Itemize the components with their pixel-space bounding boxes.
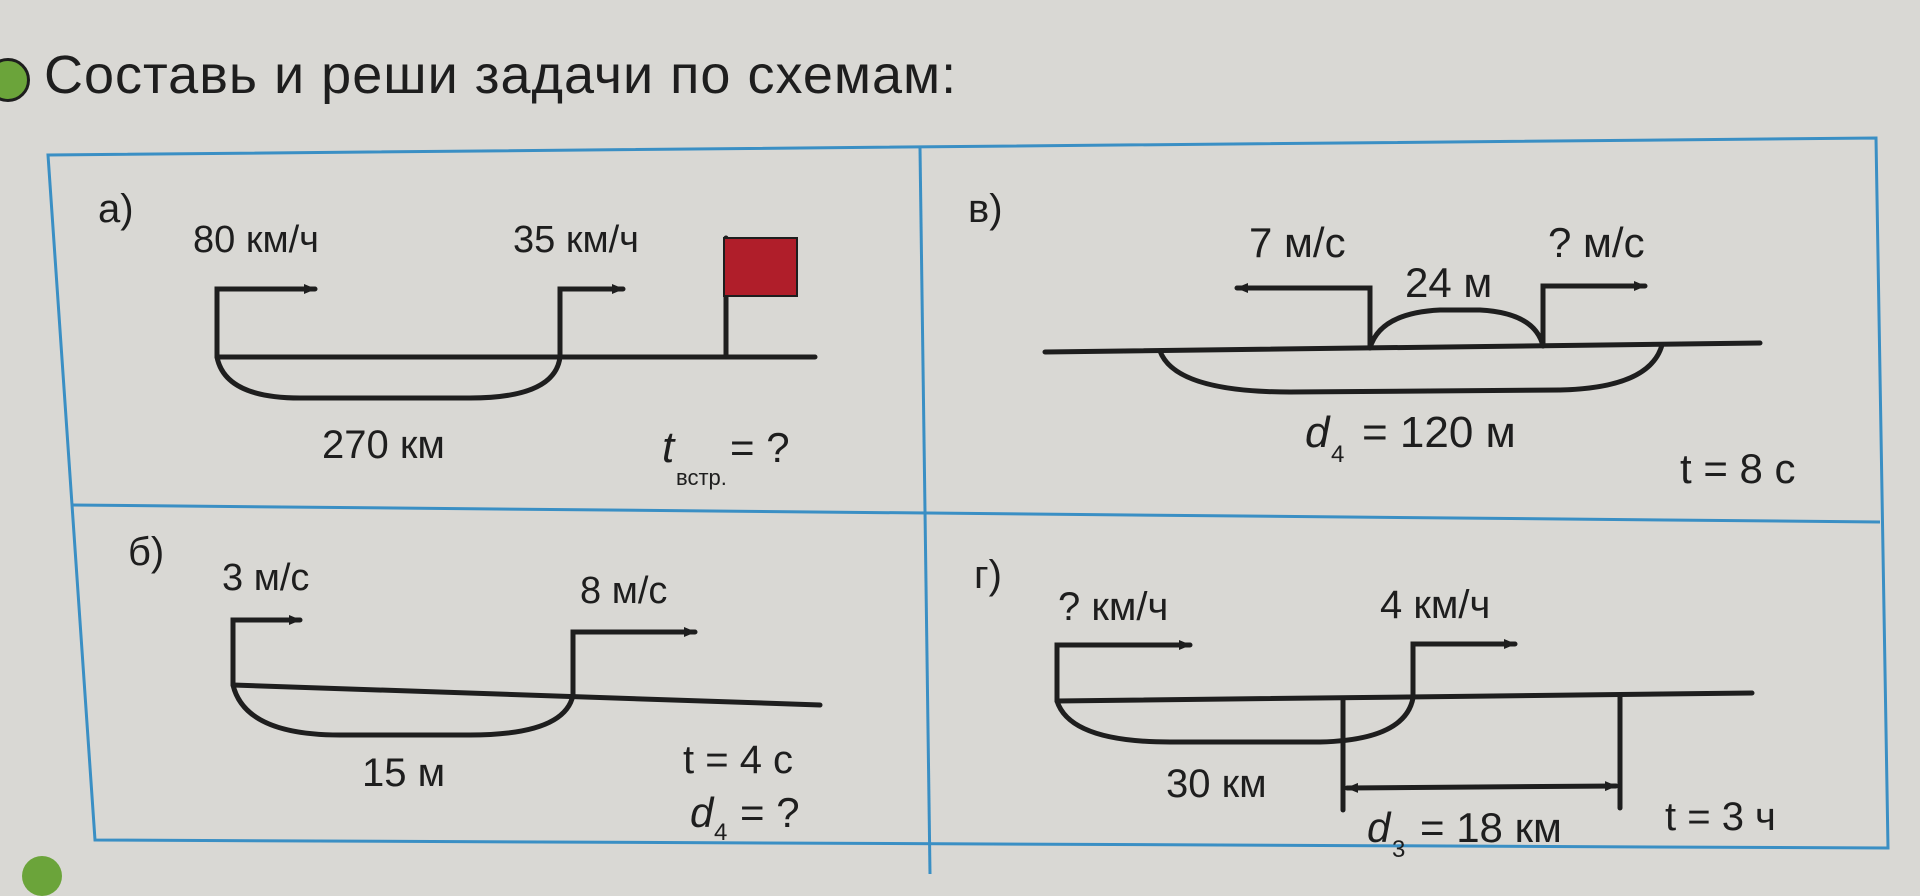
panel-v-road-line — [1042, 340, 1763, 355]
panel-a-question-t: t — [662, 423, 676, 472]
panel-a-question-rest: = ? — [730, 424, 790, 471]
panel-b-distance-label: 15 м — [362, 751, 445, 795]
panel-a-question-sub: встр. — [676, 465, 727, 490]
panel-v-final-d: d — [1305, 408, 1331, 457]
panel-b-question-sub: 4 — [714, 819, 727, 846]
panel-a-second-marker — [557, 284, 626, 360]
panel-v-speed-right: ? м/с — [1548, 219, 1645, 266]
panel-b-time-label: t = 4 с — [683, 738, 793, 782]
task-number-badge — [0, 58, 30, 102]
panel-v-total-arc — [1157, 342, 1665, 395]
panel-v-final-sub: 4 — [1331, 441, 1344, 468]
panel-a-speed-left: 80 км/ч — [193, 219, 319, 261]
panel-v-gap-arc — [1367, 307, 1546, 351]
panel-b-distance-arc — [230, 682, 576, 738]
panel-g-time-label: t = 3 ч — [1665, 795, 1776, 839]
panel-g-d3-arrow — [1344, 781, 1619, 793]
panel-b-label: б) — [128, 530, 164, 574]
grid-vertical-divider — [918, 147, 932, 875]
diagram-sheet: а) 80 км/ч 35 км/ч 270 км t встр. = ? б)… — [46, 136, 1890, 875]
panel-v-right-marker — [1540, 281, 1648, 349]
panel-v-final-rest: = 120 м — [1362, 408, 1516, 457]
panel-b: б) 3 м/с 8 м/с 15 м t = 4 с d 4 = ? — [128, 530, 823, 846]
panel-v-label: в) — [968, 187, 1003, 231]
panel-a: а) 80 км/ч 35 км/ч 270 км t встр. = ? — [98, 187, 818, 490]
panel-a-label: а) — [98, 187, 134, 231]
panel-g-label: г) — [974, 553, 1002, 597]
panel-b-question-d: d — [690, 789, 715, 836]
panel-a-distance-arc — [214, 354, 563, 401]
panel-v-gap-label: 24 м — [1405, 259, 1492, 306]
panel-v-time-label: t = 8 с — [1680, 445, 1796, 492]
panel-b-question-rest: = ? — [740, 789, 800, 836]
grid-outer-border — [46, 136, 1890, 850]
panel-g-distance-label: 30 км — [1166, 762, 1267, 806]
panel-g-second-marker — [1410, 639, 1518, 701]
panel-g-final-sub: 3 — [1392, 836, 1405, 863]
panel-v-speed-left: 7 м/с — [1249, 219, 1346, 266]
panel-b-speed-left: 3 м/с — [222, 557, 309, 599]
panel-g-speed-right: 4 км/ч — [1380, 583, 1490, 627]
panel-g-speed-left: ? км/ч — [1058, 585, 1168, 629]
panel-g-final-rest: = 18 км — [1420, 804, 1562, 851]
panel-a-red-flag-icon — [723, 237, 798, 297]
panel-v: в) 7 м/с ? м/с 24 м d 4 = 120 м t = 8 с — [968, 187, 1796, 492]
panel-a-distance-label: 270 км — [322, 423, 445, 467]
panel-b-start-marker — [230, 615, 303, 688]
panel-b-speed-right: 8 м/с — [580, 570, 667, 612]
grid-horizontal-divider — [71, 503, 1881, 524]
panel-g-road-line — [1054, 690, 1755, 704]
panel-a-speed-right: 35 км/ч — [513, 219, 639, 261]
panel-g: г) ? км/ч 4 км/ч 30 км d 3 = 18 км t = 3… — [974, 553, 1776, 863]
panel-b-second-marker — [570, 627, 698, 698]
panel-g-final-d: d — [1367, 804, 1392, 851]
panel-v-left-marker — [1234, 283, 1373, 351]
panel-g-distance-arc — [1054, 695, 1416, 745]
panel-g-start-marker — [1054, 640, 1193, 704]
task-heading: Составь и реши задачи по схемам: — [44, 45, 958, 105]
panel-grid — [46, 136, 1890, 875]
panel-b-road-line — [230, 682, 823, 708]
panel-a-start-marker — [214, 284, 318, 360]
